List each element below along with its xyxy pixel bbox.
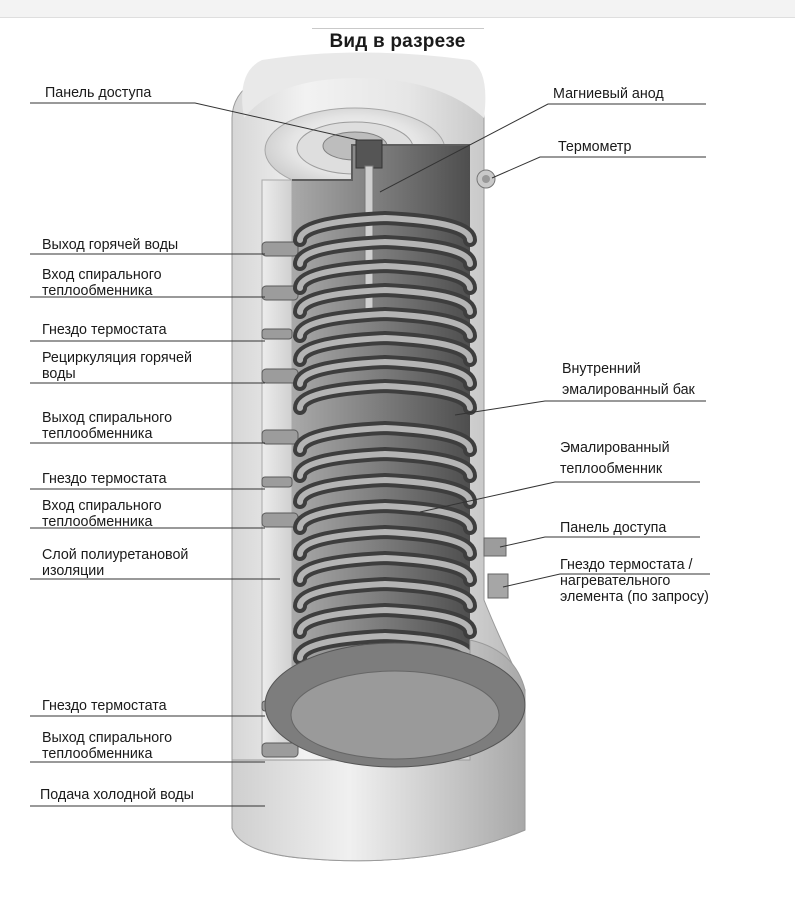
label-coil-outlet-upper: Выход спирального теплообменника (42, 410, 173, 442)
insulation-layer (261, 179, 293, 751)
label-access-panel-top: Панель доступа (45, 85, 152, 101)
label-thermostat-socket-3: Гнездо термостата (42, 698, 167, 714)
label-thermometer: Термометр (558, 139, 632, 155)
thermometer-gauge (476, 169, 496, 189)
base-ring (231, 639, 526, 862)
label-thermostat-socket-2: Гнездо термостата (42, 471, 167, 487)
label-thermostat-heater-socket: Гнездо термостата / нагревательного элем… (560, 557, 709, 605)
label-hot-water-recirculation: Рециркуляция горячей воды (42, 350, 192, 382)
leader-lines (30, 102, 710, 807)
label-access-panel-side: Панель доступа (560, 520, 667, 536)
top-bar (0, 0, 795, 18)
label-coil-inlet-lower: Вход спирального теплообменника (42, 498, 162, 530)
label-cold-water-supply: Подача холодной воды (40, 787, 194, 803)
label-enamel-heat-exchanger: Эмалированный теплообменник (560, 440, 670, 477)
title-rule (312, 28, 484, 29)
diagram-title: Вид в разрезе (329, 31, 466, 52)
label-inner-enamel-tank: Внутренний эмалированный бак (562, 361, 695, 398)
label-coil-inlet-upper: Вход спирального теплообменника (42, 267, 162, 299)
label-coil-outlet-lower: Выход спирального теплообменника (42, 730, 173, 762)
label-thermostat-socket-1: Гнездо термостата (42, 322, 167, 338)
label-magnesium-anode: Магниевый анод (553, 86, 664, 102)
upper-heat-exchanger-coil (293, 210, 477, 415)
label-pu-insulation-layer: Слой полиуретановой изоляции (42, 547, 189, 579)
heater-socket (487, 573, 509, 599)
label-hot-water-outlet: Выход горячей воды (42, 237, 179, 253)
side-access-panel (483, 537, 507, 557)
